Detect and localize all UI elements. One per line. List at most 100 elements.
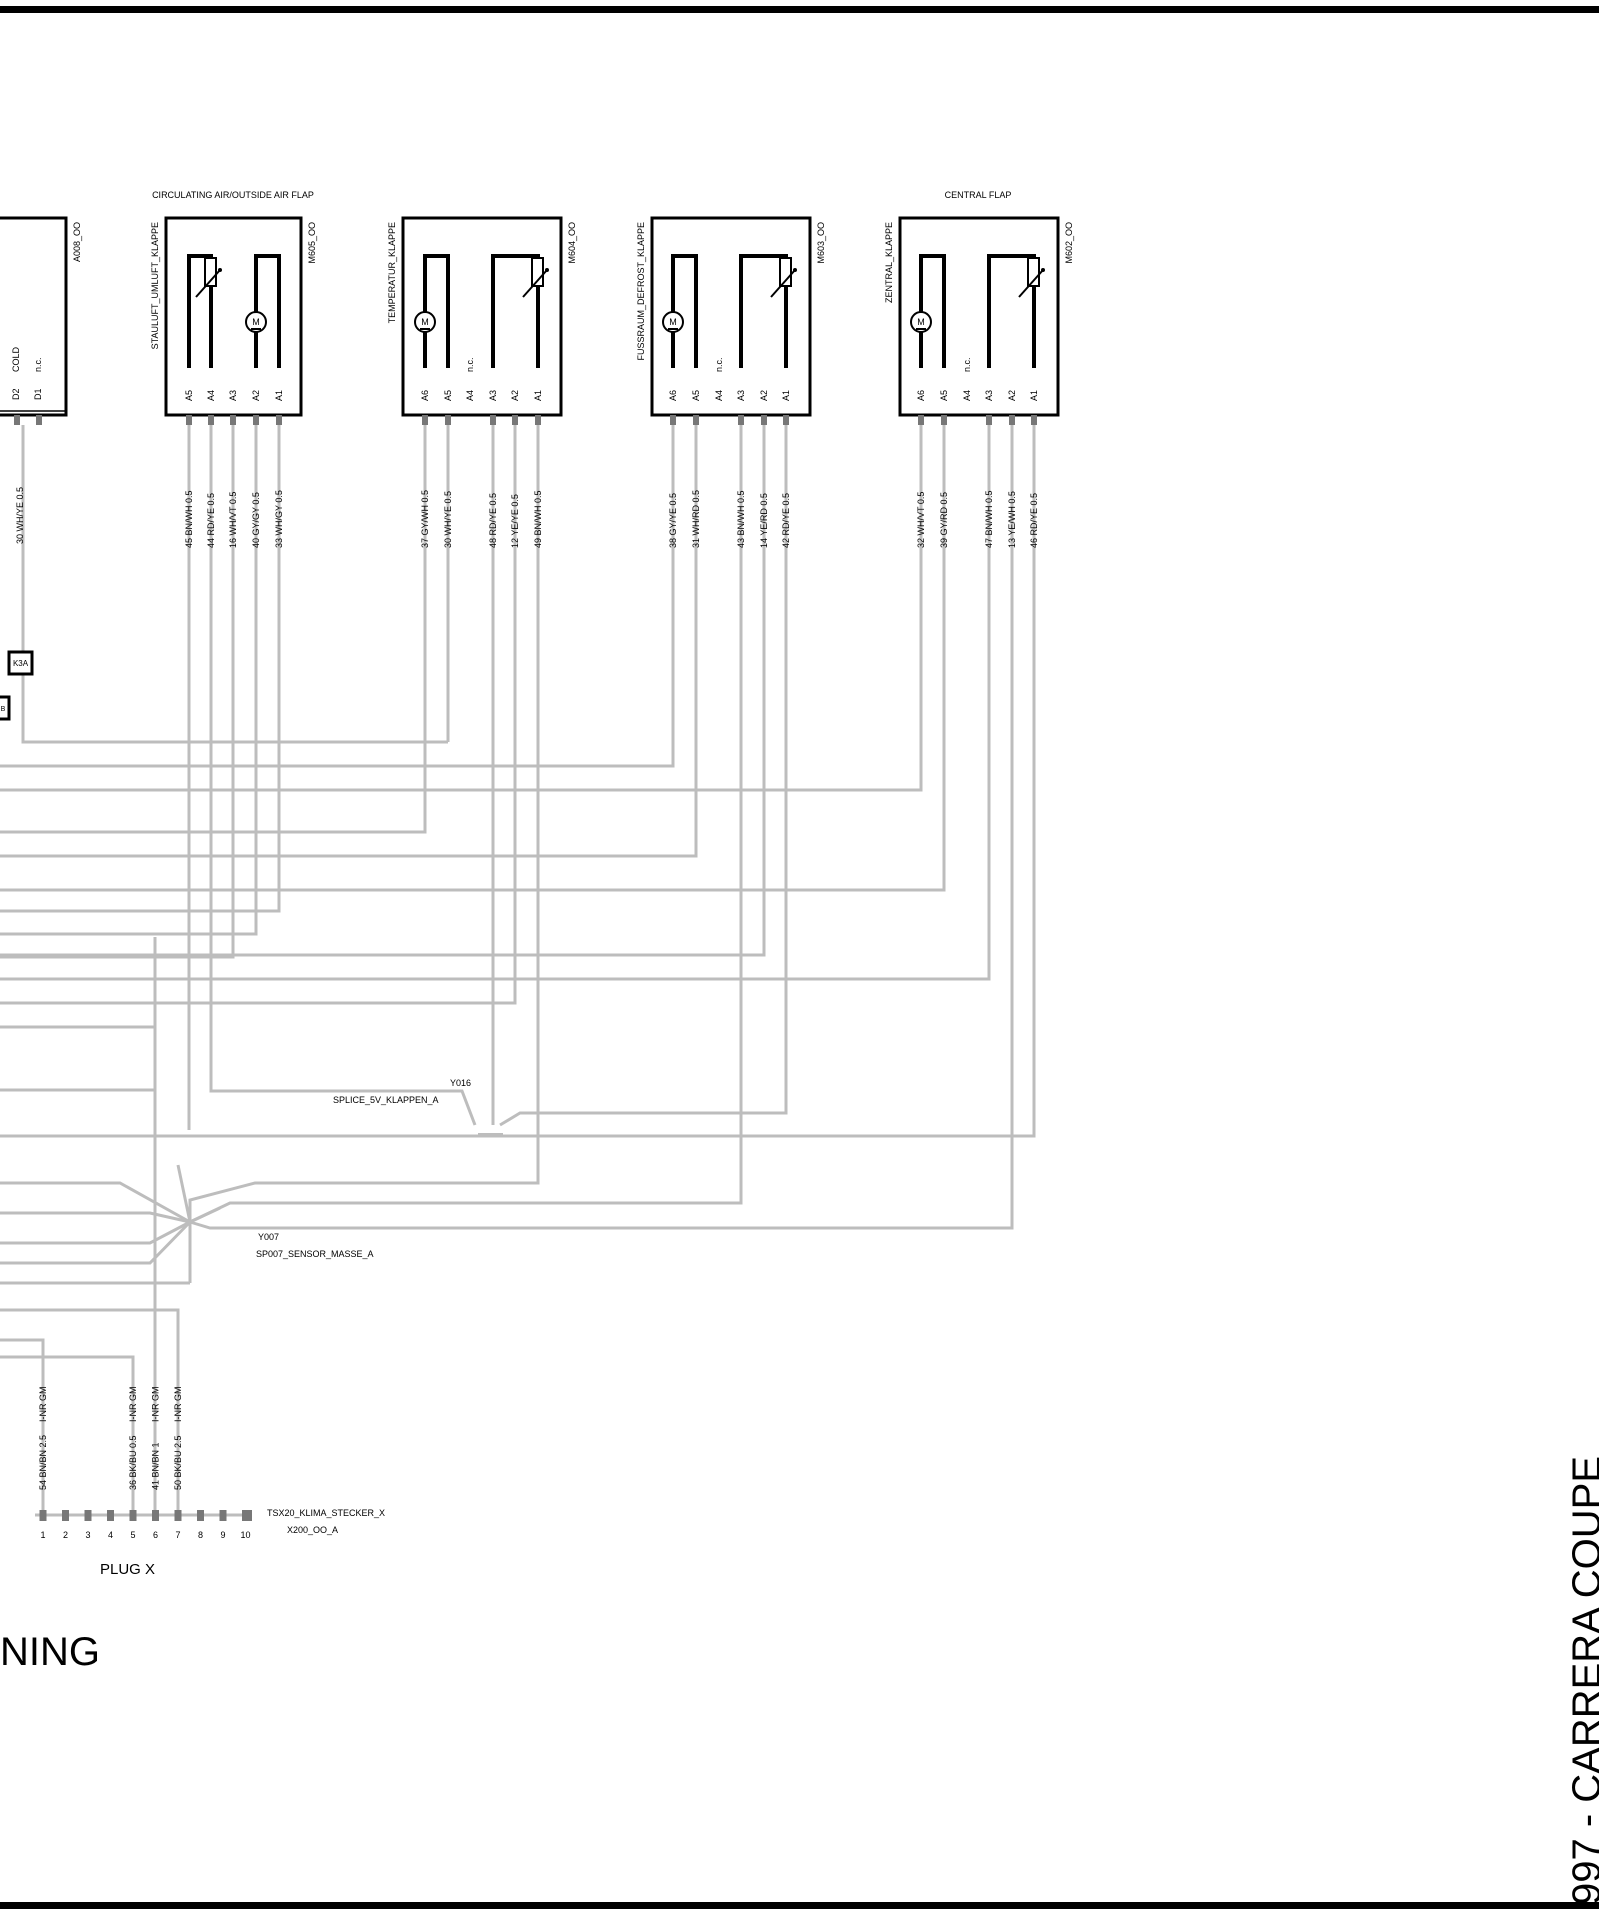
potentiometer-icon — [531, 257, 544, 287]
wire-label: 40 GY/GY 0.5 — [251, 492, 261, 548]
wire-39 — [0, 425, 946, 892]
wire-32 — [0, 425, 923, 792]
plug-name: TSX20_KLIMA_STECKER_X — [267, 1508, 385, 1518]
plug-pin — [197, 1510, 204, 1521]
wire-37 — [0, 425, 427, 834]
m605-name: STAULUFT_UMLUFT_KLAPPE — [150, 222, 160, 349]
k3b-box — [0, 695, 11, 721]
plug-wire-label: 50 BK/BU 2.5 — [173, 1435, 183, 1490]
wire-g1 — [0, 1181, 191, 1224]
pin-label: A5 — [443, 390, 453, 401]
wire-42 — [499, 425, 788, 1127]
k3a-box — [7, 650, 34, 676]
module-a008-box — [0, 216, 68, 417]
pot-lead — [739, 254, 788, 368]
motor-icon — [245, 311, 267, 333]
wire-40 — [0, 425, 258, 936]
pin-terminal — [208, 415, 214, 425]
wire-label: 47 BN/WH 0.5 — [984, 490, 994, 548]
pin-label: A3 — [984, 390, 994, 401]
plug-wire-label: 54 BN/BN 2.5 — [38, 1435, 48, 1490]
motor-letter: M — [252, 317, 260, 327]
pin-terminal — [186, 415, 192, 425]
wire-label: 39 GY/RD 0.5 — [939, 492, 949, 548]
pin-terminal — [253, 415, 259, 425]
pot-lead — [491, 254, 540, 368]
pin-label: A6 — [420, 390, 430, 401]
wire-label: 48 RD/YE 0.5 — [488, 493, 498, 548]
plug-pin — [219, 1510, 227, 1521]
wire-54 — [0, 1338, 45, 1518]
plug-pin — [39, 1510, 47, 1521]
plug-wire-label: 41 BN/BN 1 — [151, 1442, 161, 1490]
plug-pin-number: 10 — [240, 1530, 250, 1540]
a008-pin-d2: D2 — [11, 388, 21, 400]
k3a-label: K3A — [13, 659, 29, 668]
wire-30 — [21, 425, 448, 744]
pin-terminal — [490, 415, 496, 425]
plug-pin — [242, 1510, 249, 1521]
wire-12 — [0, 425, 517, 1005]
motor-icon — [414, 311, 436, 333]
m602-name: ZENTRAL_KLAPPE — [884, 222, 894, 303]
pin-label: A2 — [510, 390, 520, 401]
wire-g8 — [189, 1206, 221, 1224]
pin-terminal — [941, 415, 947, 425]
m603-name: FUSSRAUM_DEFROST_KLAPPE — [636, 222, 646, 361]
splice-y007-id: Y007 — [258, 1232, 279, 1242]
m604-id: M604_OO — [567, 222, 577, 264]
potentiometer-icon — [204, 257, 217, 287]
plug-pin — [84, 1510, 92, 1521]
wire-label: 12 YE/YE 0.5 — [510, 494, 520, 548]
pin-label: A2 — [251, 390, 261, 401]
plug-pin-number: 9 — [220, 1530, 225, 1540]
plug-pin — [174, 1510, 182, 1521]
m602-caption: CENTRAL FLAP — [945, 190, 1012, 200]
a008-wire-label: 30 WH/YE 0.5 — [15, 487, 25, 544]
plug-wire-tag: I-NR GM — [128, 1387, 138, 1423]
plug-pin-number: 6 — [153, 1530, 158, 1540]
pin-label: A6 — [916, 390, 926, 401]
wire-50 — [0, 1308, 180, 1518]
pin-label: A1 — [1029, 390, 1039, 401]
plug-pin-number: 4 — [108, 1530, 113, 1540]
pin-terminal — [670, 415, 676, 425]
wire-38 — [0, 425, 675, 768]
pin-label: A1 — [781, 390, 791, 401]
bottom-border — [0, 1902, 1599, 1909]
pin-label: A1 — [274, 390, 284, 401]
motor-letter: M — [917, 317, 925, 327]
wire-label: 43 BN/WH 0.5 — [736, 490, 746, 548]
pin-label: A3 — [488, 390, 498, 401]
wire-label: 42 RD/YE 0.5 — [781, 493, 791, 548]
m602-symbols: M — [910, 254, 1045, 368]
plug-wire-tag: I-NR GM — [173, 1387, 183, 1423]
a008-pin-d1-label: n.c. — [33, 357, 43, 372]
wire-label: 45 BN/WH 0.5 — [184, 490, 194, 548]
wire-label: 30 WH/YE 0.5 — [443, 491, 453, 548]
a008-pin-d2-label: COLD — [11, 346, 21, 372]
pin-label: A4 — [465, 390, 475, 401]
wire-lower-1 — [0, 937, 157, 1092]
pin-label: A3 — [228, 390, 238, 401]
plug-pin-number: 2 — [63, 1530, 68, 1540]
wire-14 — [0, 425, 766, 957]
pin-label: A4 — [714, 390, 724, 401]
module-A008: A008_OO D2 COLD D1 n.c. 30 WH/YE 0.5 K3A… — [0, 216, 82, 721]
splice-y007-name: SP007_SENSOR_MASSE_A — [256, 1249, 374, 1259]
pin-label: A1 — [533, 390, 543, 401]
wire-g4 — [0, 1220, 192, 1265]
pin-label: A2 — [1007, 390, 1017, 401]
pot-lead — [187, 254, 213, 368]
wire-label: 32 WH/VT 0.5 — [916, 492, 926, 548]
plug-pin — [152, 1510, 159, 1521]
pin-label: A6 — [668, 390, 678, 401]
wire-label: 37 GY/WH 0.5 — [420, 490, 430, 548]
pin-label: A2 — [759, 390, 769, 401]
